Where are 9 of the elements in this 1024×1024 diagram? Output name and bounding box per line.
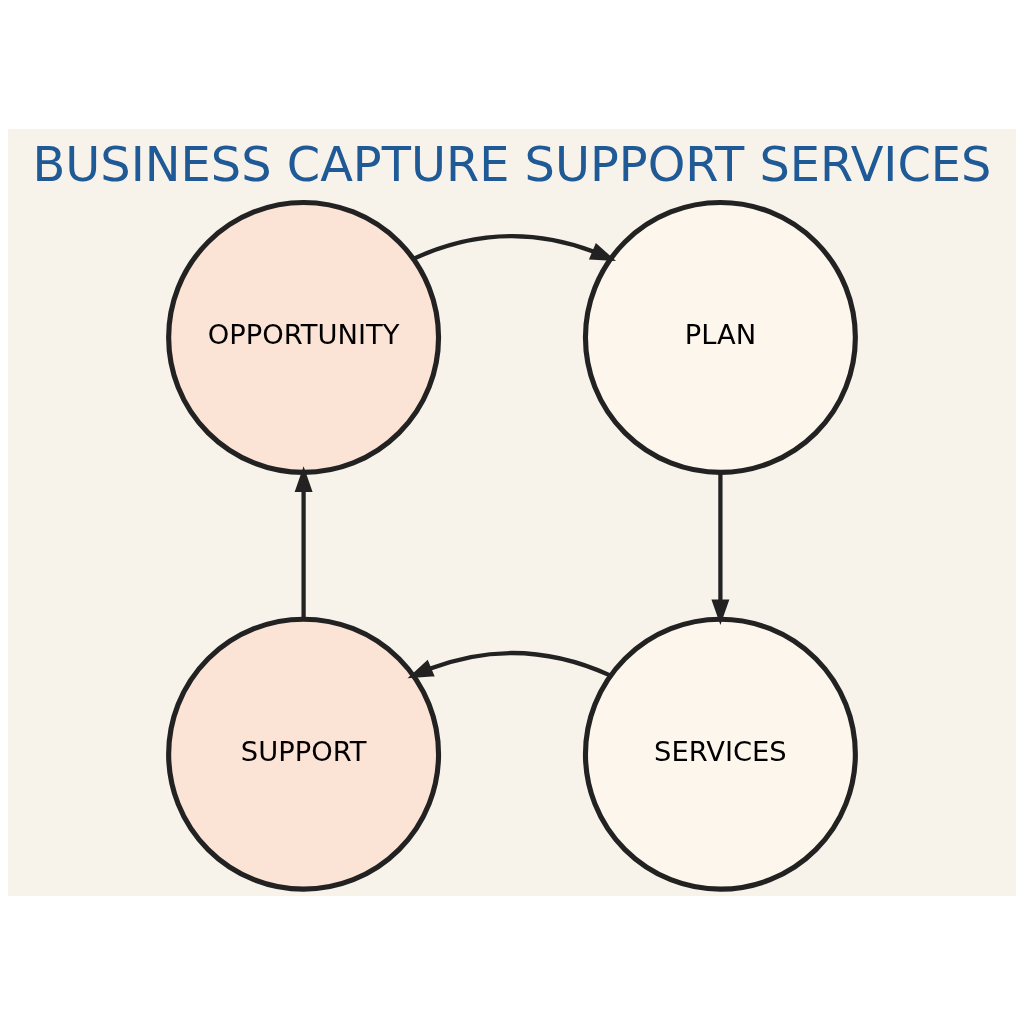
node-circle: SUPPORT xyxy=(166,616,442,892)
arrow xyxy=(407,650,611,678)
node-circle: OPPORTUNITY xyxy=(166,199,442,475)
node-circle: SERVICES xyxy=(582,616,858,892)
arrow xyxy=(412,233,617,261)
diagram-title: BUSINESS CAPTURE SUPPORT SERVICES xyxy=(32,136,992,192)
node-circle: PLAN xyxy=(582,199,858,475)
arrow xyxy=(711,472,730,625)
arrow xyxy=(294,465,313,619)
